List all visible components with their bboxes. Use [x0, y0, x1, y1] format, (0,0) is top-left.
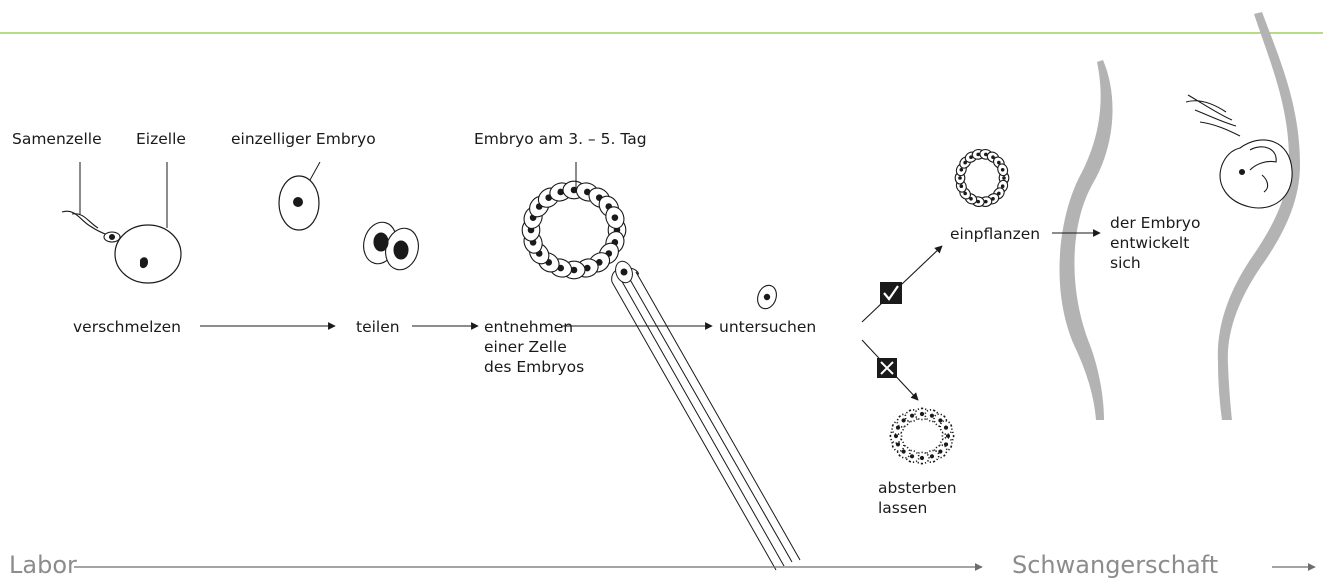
label-sperm-cell: Samenzelle [12, 130, 102, 148]
cell-nucleus [963, 160, 967, 165]
timeline-label-lab: Labor [9, 551, 77, 579]
cell-nucleus [963, 191, 967, 196]
pregnant-body-silhouette [1059, 12, 1300, 420]
cell-nucleus [570, 186, 578, 194]
fetus-icon [1185, 94, 1293, 209]
cell-nucleus [976, 152, 980, 157]
extracted-cell-icon [757, 284, 777, 310]
cell-nucleus [893, 433, 899, 439]
cell-nucleus [959, 167, 964, 172]
cell-nucleus [1002, 176, 1006, 180]
cell-nucleus [919, 411, 925, 417]
cell-nucleus [969, 196, 973, 201]
label-fuse: verschmelzen [73, 318, 181, 336]
label-examine: untersuchen [719, 318, 817, 336]
cell-nucleus [984, 152, 988, 157]
cell-nucleus [991, 196, 995, 201]
cell-nucleus [570, 266, 578, 274]
cell-nucleus [901, 418, 906, 423]
cell-nucleus [901, 449, 906, 454]
cell-nucleus [895, 442, 901, 447]
cell-nucleus [919, 455, 925, 461]
cell-nucleus [943, 425, 949, 430]
two-cell-embryo-icon [363, 221, 419, 271]
check-box-icon [880, 282, 902, 304]
label-egg-cell: Eizelle [136, 130, 186, 148]
cell-nucleus [909, 413, 915, 418]
cell-nucleus [1000, 184, 1005, 189]
cell-nucleus [958, 176, 962, 180]
cell-nucleus [611, 214, 619, 221]
cell-nucleus [583, 264, 591, 272]
egg-cell-icon [114, 224, 182, 284]
cell-nucleus [895, 425, 901, 430]
cell-nucleus [929, 454, 935, 459]
cell-nucleus [959, 184, 964, 189]
cell-nucleus [909, 454, 915, 459]
implanted-embryo-icon [954, 148, 1010, 208]
cell-nucleus [929, 413, 935, 418]
one-cell-embryo-icon [278, 161, 321, 231]
label-extract-cell: entnehmen einer Zelle des Embryos [484, 318, 585, 376]
cell-nucleus [557, 188, 565, 196]
cell-nucleus [997, 191, 1001, 196]
label-let-die: absterben lassen [878, 479, 957, 517]
cell-nucleus [945, 433, 951, 439]
timeline-label-pregnancy: Schwangerschaft [1012, 551, 1219, 579]
sperm-cell-icon [61, 210, 121, 243]
label-implant: einpflanzen [950, 225, 1041, 243]
label-embryo-develops: der Embryo entwickelt sich [1110, 214, 1201, 272]
biopsy-pipette-icon [611, 260, 801, 571]
dying-embryo-icon [889, 407, 955, 465]
cell-nucleus [943, 442, 949, 447]
day-3-5-embryo-icon [521, 180, 627, 280]
label-day-3-5-embryo: Embryo am 3. – 5. Tag [474, 130, 647, 148]
cell-nucleus [984, 199, 988, 204]
cell-nucleus [997, 160, 1001, 165]
cell-nucleus [1000, 167, 1005, 172]
cell-nucleus [938, 449, 943, 454]
cell-nucleus [969, 155, 973, 160]
cell-nucleus [991, 155, 995, 160]
label-one-cell-embryo: einzelliger Embryo [231, 130, 376, 148]
cross-box-icon [877, 358, 897, 378]
cell-nucleus [976, 199, 980, 204]
label-divide: teilen [356, 318, 400, 336]
cell-nucleus [938, 418, 943, 423]
process-arrows [200, 229, 1101, 401]
